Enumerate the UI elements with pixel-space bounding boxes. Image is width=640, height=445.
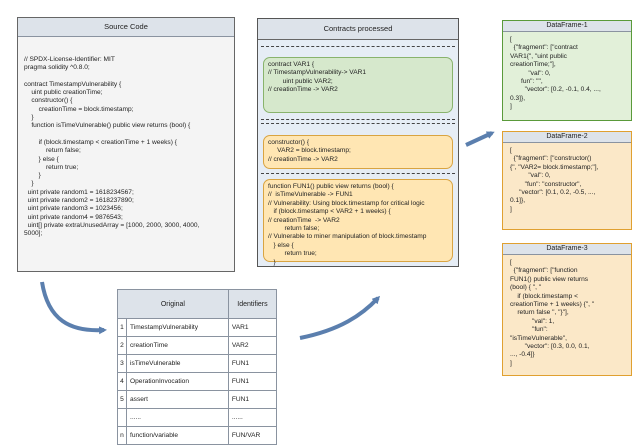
dataframe-content: [ {"fragment": ["contract VAR1{", "uint … [510, 36, 601, 111]
dataframe-content: [ {"fragment": ["function FUN1() public … [510, 259, 595, 367]
header-identifiers: Identifiers [227, 289, 278, 319]
identifier-name: FUN1 [227, 372, 278, 391]
fragment-contract: contract VAR1 { // TimestampVulnerabilit… [263, 57, 453, 113]
dataframe-2: DataFrame-2 [ {"fragment": ["constructor… [502, 131, 632, 230]
fragment-text: function FUN1() public view returns (boo… [268, 183, 427, 266]
fragment-function: function FUN1() public view returns (boo… [263, 179, 453, 266]
contracts-processed-panel: Contracts processed contract VAR1 { // T… [257, 18, 459, 267]
identifier-name: FUN/VAR [227, 426, 278, 445]
table-header-row: Original Identifiers [117, 289, 278, 319]
fragment-constructor: constructor() { VAR2 = block.timestamp; … [263, 135, 453, 169]
dataframe-title: DataFrame-2 [503, 132, 631, 143]
dataframe-title: DataFrame-3 [503, 244, 631, 255]
source-code-panel: Source Code // SPDX-License-Identifier: … [17, 17, 235, 272]
divider [261, 123, 455, 124]
divider [261, 46, 455, 47]
row-number: n [117, 426, 127, 445]
divider [261, 119, 455, 120]
source-code-title: Source Code [18, 18, 234, 37]
arrow-table-to-contracts [299, 295, 381, 340]
dataframe-1: DataFrame-1 [ {"fragment": ["contract VA… [502, 20, 632, 121]
dataframe-3: DataFrame-3 [ {"fragment": ["function FU… [502, 243, 632, 376]
source-code-text: // SPDX-License-Identifier: MIT pragma s… [24, 56, 200, 238]
dataframe-title: DataFrame-1 [503, 21, 631, 32]
flow-arrows [40, 131, 495, 340]
original-name: function/variable [126, 426, 229, 445]
fragment-text: contract VAR1 { // TimestampVulnerabilit… [268, 61, 367, 94]
fragment-text: constructor() { VAR2 = block.timestamp; … [268, 139, 351, 163]
dataframe-content: [ {"fragment": ["constructor() {", "VAR2… [510, 147, 599, 213]
contracts-processed-title: Contracts processed [258, 19, 458, 40]
arrow-source-to-table [40, 281, 107, 335]
divider [261, 173, 455, 174]
arrow-contracts-to-dataframe [465, 131, 495, 147]
table-row: ............ [117, 408, 278, 427]
